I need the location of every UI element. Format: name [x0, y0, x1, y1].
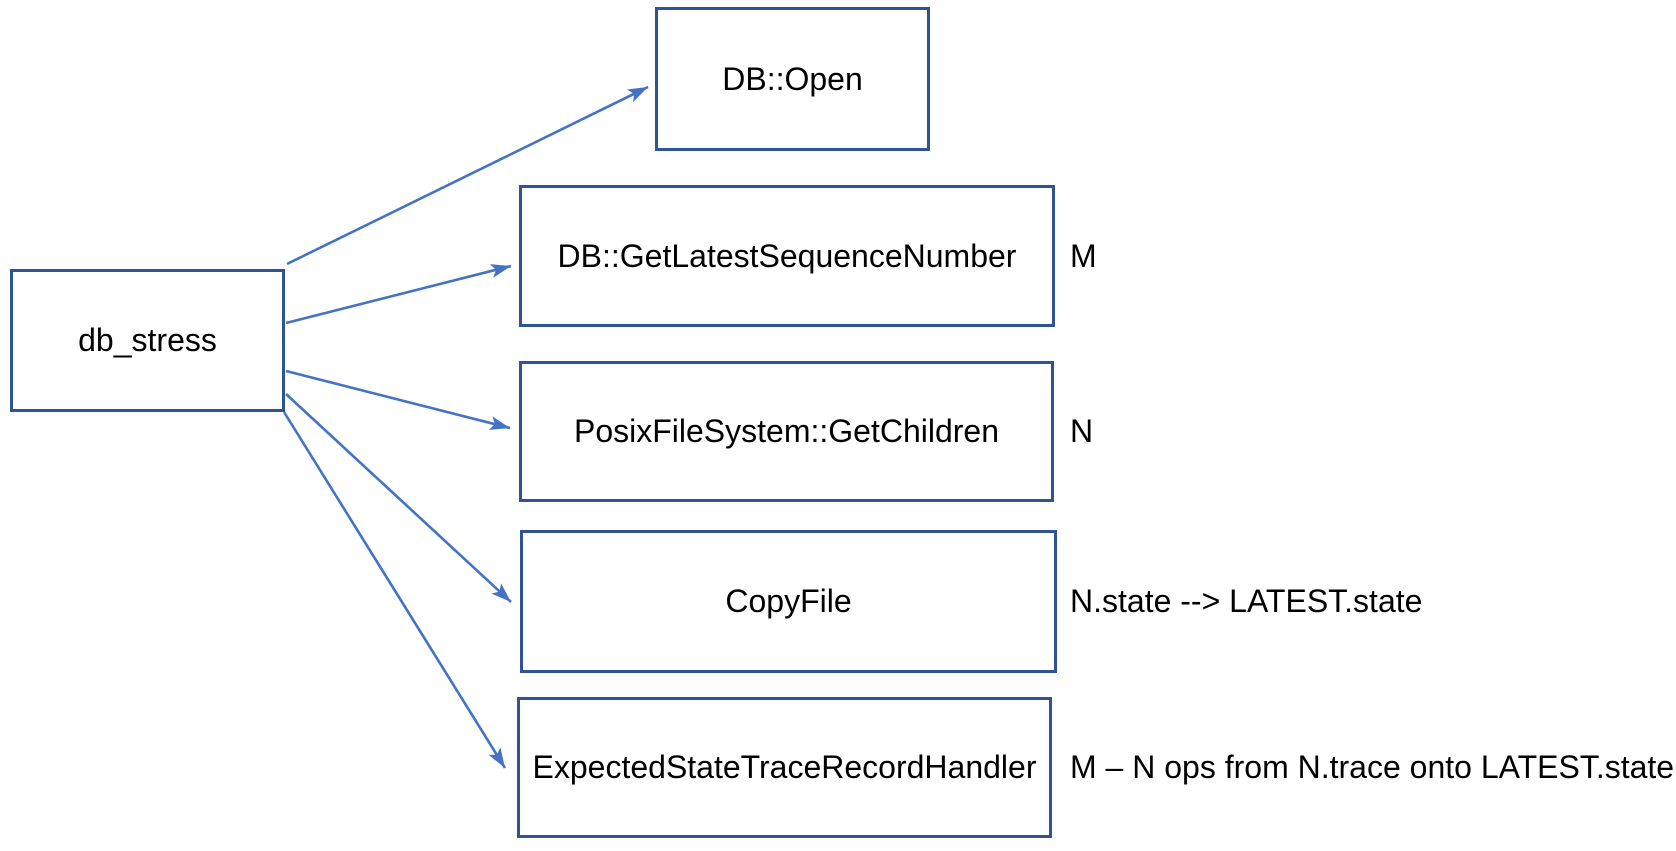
node-posixfilesystem-getchildren-label: PosixFileSystem::GetChildren — [573, 413, 1000, 449]
node-db-open-label: DB::Open — [722, 60, 863, 97]
node-expectedstatetracerecordhandler-label: ExpectedStateTraceRecordHandler — [532, 749, 1037, 785]
annotation-m-minus-n-ops: M – N ops from N.trace onto LATEST.state — [1070, 749, 1675, 785]
node-db-getlatestsequencenumber-label: DB::GetLatestSequenceNumber — [557, 237, 1017, 274]
arrow-db-getlatestsequencenumber — [285, 264, 512, 325]
arrow-expectedstatetracerecordhandler — [282, 411, 507, 769]
node-copyfile: CopyFile — [520, 530, 1057, 673]
arrow-posixfilesystem-getchildren — [285, 369, 511, 430]
annotation-nstate-lateststate: N.state --> LATEST.state — [1070, 583, 1423, 619]
node-expectedstatetracerecordhandler: ExpectedStateTraceRecordHandler — [517, 697, 1052, 838]
node-db-stress-label: db_stress — [78, 322, 217, 358]
arrow-copyfile — [285, 393, 512, 603]
node-db-stress: db_stress — [10, 269, 285, 412]
node-db-getlatestsequencenumber: DB::GetLatestSequenceNumber — [519, 185, 1055, 327]
annotation-n: N — [1070, 413, 1094, 449]
node-posixfilesystem-getchildren: PosixFileSystem::GetChildren — [519, 361, 1054, 502]
annotation-m: M — [1070, 237, 1097, 274]
node-copyfile-label: CopyFile — [725, 583, 852, 619]
node-db-open: DB::Open — [655, 7, 930, 151]
